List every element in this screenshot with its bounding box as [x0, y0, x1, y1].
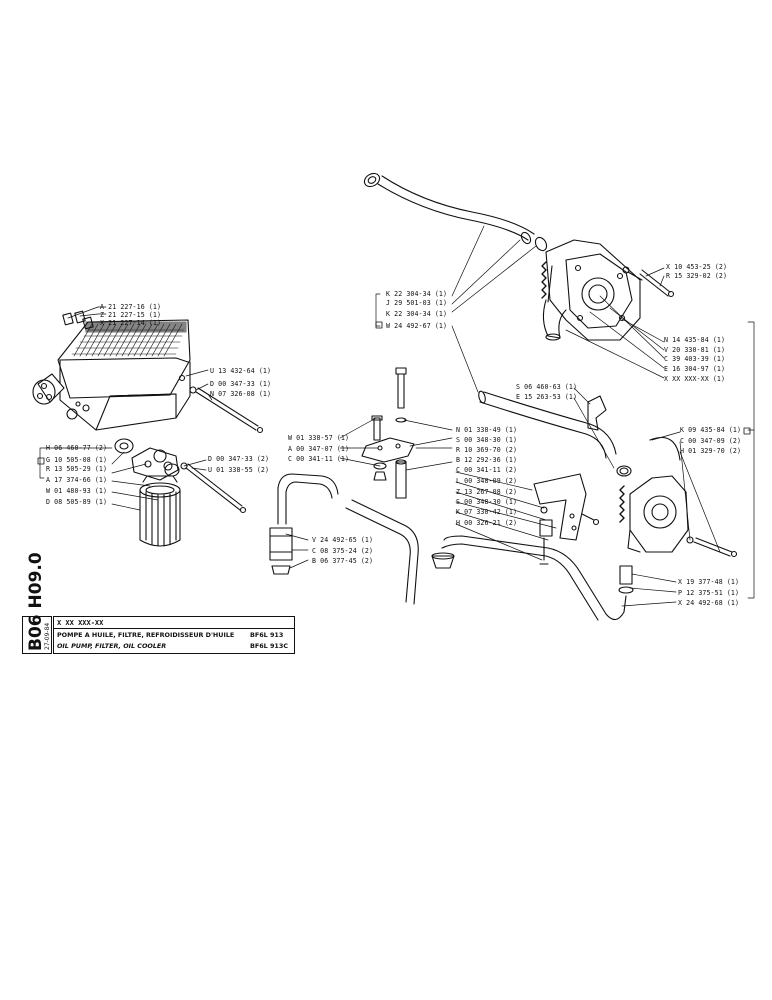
sheet-code-box [22, 616, 52, 654]
part-label: C 00 341-11 (1) [288, 455, 350, 463]
suction-pipe [431, 535, 634, 621]
title-table: X XX XXX-XX POMPE A HUILE, FILTRE, REFRO… [53, 616, 295, 654]
part-label: C 00 341-11 (2) [456, 466, 518, 474]
part-label: K 22 304-34 (1) [386, 310, 448, 318]
part-label: G 10 505-08 (1) [46, 456, 108, 464]
part-label: C 00 347-09 (2) [680, 437, 742, 445]
part-label: D 00 347-33 (2) [208, 455, 270, 463]
part-label: D 08 505-89 (1) [46, 498, 108, 506]
part-label: N 14 435-84 (1) [664, 336, 726, 344]
part-label: U 01 338-55 (2) [208, 466, 270, 474]
part-label: B 06 377-45 (2) [312, 557, 374, 565]
part-label: S 00 348-30 (1) [456, 436, 518, 444]
part-label: J 29 501-03 (1) [386, 299, 448, 307]
part-label: R 10 369-70 (2) [456, 446, 518, 454]
part-label: V 20 330-81 (1) [664, 346, 726, 354]
index-box-icon [743, 427, 751, 435]
model-french: BF6L 913 [250, 631, 284, 639]
part-label: C 39 403-39 (1) [664, 355, 726, 363]
part-label: V 24 492-65 (1) [312, 536, 374, 544]
part-label: X 21 227-14 (1) [100, 319, 162, 327]
part-label: N 07 326-08 (1) [210, 390, 272, 398]
part-label: S 06 460-63 (1) [516, 383, 578, 391]
part-label: W 24 492-67 (1) [386, 322, 448, 330]
part-label: D 00 347-33 (1) [210, 380, 272, 388]
part-label: N 01 338-49 (1) [456, 426, 518, 434]
part-label: U 13 432-64 (1) [210, 367, 272, 375]
part-label: A 00 347-07 (1) [288, 445, 350, 453]
part-label: R 13 505-29 (1) [46, 465, 108, 473]
part-label: R 15 329-02 (2) [666, 272, 728, 280]
part-label: E 16 304-97 (1) [664, 365, 726, 373]
part-label: H 01 329-70 (2) [680, 447, 742, 455]
oil-cooler [32, 310, 264, 434]
part-label: H 00 326-21 (2) [456, 519, 518, 527]
part-label: A 21 227-16 (1) [100, 303, 162, 311]
title-english: OIL PUMP, FILTER, OIL COOLER [57, 642, 167, 650]
part-label: X XX XXX-XX (1) [664, 375, 726, 383]
long-pipe [478, 390, 632, 477]
part-label: B 12 292-36 (1) [456, 456, 518, 464]
part-label: S 00 348-30 (1) [456, 498, 518, 506]
part-label: X 19 377-48 (1) [678, 578, 740, 586]
part-label: L 00 348-09 (2) [456, 477, 518, 485]
part-label: H 06 460-77 (2) [46, 444, 108, 452]
lower-hoses [269, 473, 419, 605]
part-label: E 15 263-53 (1) [516, 393, 578, 401]
part-label: P 12 375-51 (1) [678, 589, 740, 597]
oil-pump-upper [363, 172, 675, 341]
right-bracket [533, 473, 600, 565]
part-label: A 17 374-66 (1) [46, 476, 108, 484]
part-label: X 24 492-68 (1) [678, 599, 740, 607]
index-box-icon [37, 457, 45, 465]
index-box-icon [375, 321, 383, 329]
part-label: X 10 453-25 (2) [666, 263, 728, 271]
ref-code: X XX XXX-XX [57, 619, 104, 627]
oil-filter [114, 438, 247, 547]
part-label: K 09 435-84 (1) [680, 426, 742, 434]
part-label: Z 21 227-15 (1) [100, 311, 162, 319]
leader-lines [39, 225, 755, 607]
title-french: POMPE A HUILE, FILTRE, REFROIDISSEUR D'H… [57, 631, 235, 639]
part-label: C 08 375-24 (2) [312, 547, 374, 555]
part-label: W 01 480-93 (1) [46, 487, 108, 495]
oil-pump-lower [619, 436, 738, 558]
center-bracket [361, 367, 415, 499]
part-label: K 07 330-42 (1) [456, 508, 518, 516]
sheet-date: 27-09-84 [44, 622, 51, 650]
sheet-code: B06 H09.0 [26, 552, 46, 651]
part-label: Z 13 267-08 (2) [456, 488, 518, 496]
part-label: W 01 338-57 (1) [288, 434, 350, 442]
part-label: K 22 304-34 (1) [386, 290, 448, 298]
model-english: BF6L 913C [250, 642, 289, 650]
